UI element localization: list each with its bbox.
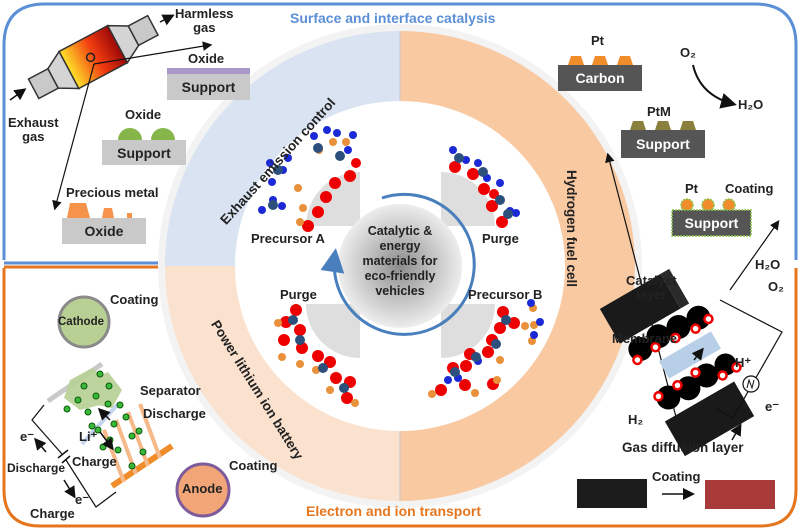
pt-coating-pt-label: Pt <box>685 181 698 196</box>
step-purge-top: Purge <box>482 231 519 246</box>
h2-label: H₂ <box>628 412 644 427</box>
step-purge-bottom: Purge <box>280 287 317 302</box>
molecules-purge-bottom <box>274 304 359 407</box>
precious-metal-label: Precious metal <box>66 185 159 200</box>
oxide-particles-label: Oxide <box>125 107 162 122</box>
cathode-label: Cathode <box>58 316 104 328</box>
h2o-product-label: H₂O <box>738 97 764 112</box>
catalytic-converter-icon <box>27 14 160 100</box>
molecules-purge-top <box>449 146 520 228</box>
anode-label: Anode <box>182 481 223 496</box>
carbon-support: Carbon <box>575 70 625 86</box>
molecules-precursor-a <box>258 126 361 232</box>
harmless-gas-label: Harmless gas <box>175 6 234 36</box>
pt-coating-support: Support <box>684 215 739 231</box>
bottom-section-title: Electron and ion transport <box>306 503 482 519</box>
step-precursor-b: Precursor B <box>468 287 543 302</box>
step-precursor-a: Precursor A <box>251 231 325 246</box>
gdl-coating-label: Coating <box>652 469 701 484</box>
pt-coating-label: Coating <box>725 181 774 196</box>
cycle-arrow <box>320 192 476 336</box>
cathode-coating-label: Coating <box>110 292 159 307</box>
discharge-label: Discharge <box>143 406 206 421</box>
left-charge-label: Charge <box>30 506 75 521</box>
pt-label: Pt <box>591 33 604 48</box>
catalyst-layer-label: Catalyst layer <box>626 273 677 303</box>
charge-label: Charge <box>72 454 117 469</box>
center-circle <box>338 204 462 328</box>
anode-coating-label: Coating <box>229 458 278 473</box>
ring-label-hydrogen: Hydrogen fuel cell <box>564 170 579 288</box>
membrane-label: Membrane <box>612 331 678 346</box>
separator-label: Separator <box>140 383 201 398</box>
top-frame-border <box>2 2 798 260</box>
h-plus-label: H⁺ <box>735 355 752 370</box>
top-section-title: Surface and interface catalysis <box>290 10 496 26</box>
battery-e-minus-bottom: e⁻ <box>75 492 90 507</box>
ptm-support: Support <box>636 136 690 152</box>
battery-e-minus-top: e⁻ <box>20 429 35 444</box>
gdl-label: Gas diffusion layer <box>622 440 744 455</box>
oxide-film-label: Oxide <box>188 51 225 66</box>
molecules-precursor-b <box>428 299 544 398</box>
left-discharge-label: Discharge <box>7 461 66 475</box>
ptm-label: PtM <box>647 104 671 119</box>
h2o-label: H₂O <box>755 257 781 272</box>
precious-metal-oxide: Oxide <box>84 223 124 239</box>
fuel-cell-stack <box>599 268 755 457</box>
bottom-frame-border <box>2 268 798 528</box>
exhaust-gas-label: Exhaust gas <box>8 115 59 145</box>
o2-cell-label: O₂ <box>768 279 784 294</box>
center-title: Catalytic & energy materials for eco-fri… <box>362 224 438 298</box>
li-plus-label: Li⁺ <box>79 429 98 444</box>
o2-label: O₂ <box>680 45 696 60</box>
e-minus-label: e⁻ <box>765 399 780 414</box>
oxide-particles-support: Support <box>117 144 171 161</box>
oxide-film-support: Support <box>181 79 236 95</box>
